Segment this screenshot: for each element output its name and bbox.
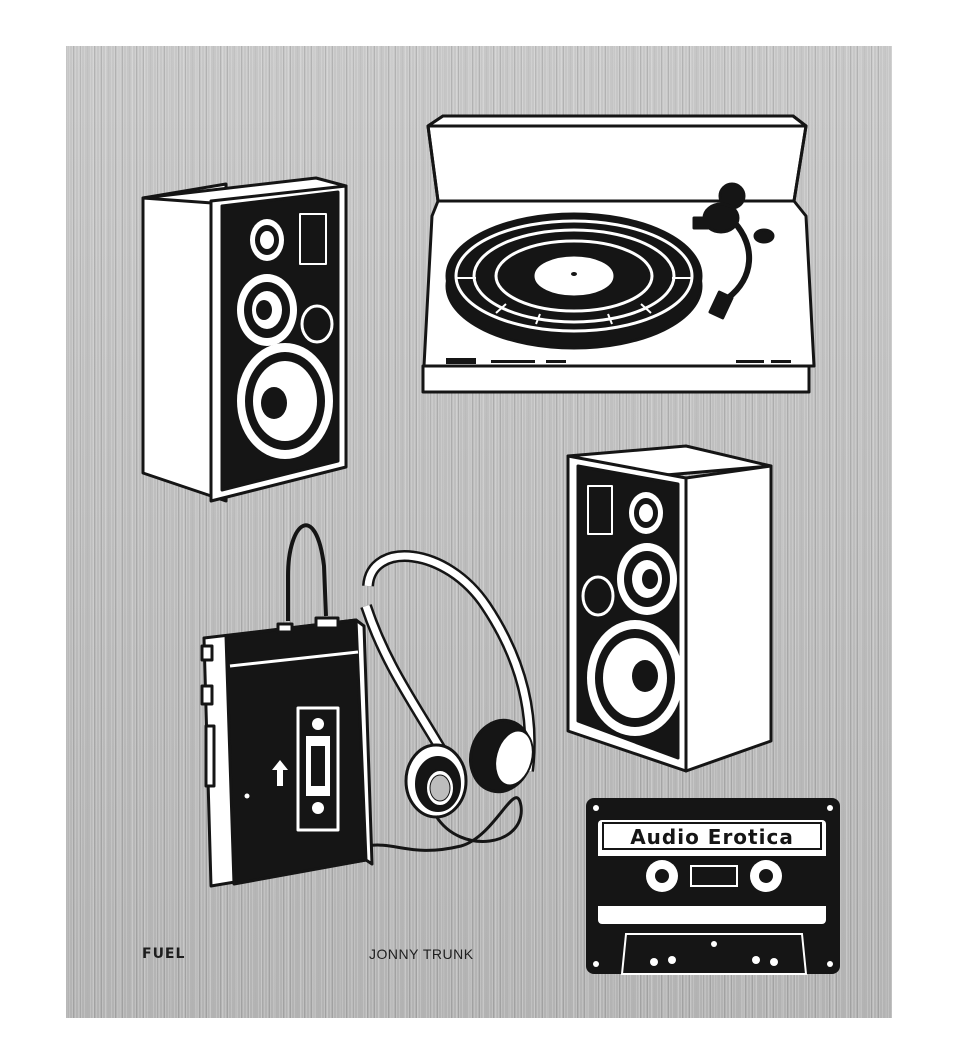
turntable — [421, 114, 816, 394]
speaker-right — [566, 444, 773, 773]
cassette-tape: Audio Erotica — [586, 798, 840, 975]
cassette-label-text: Audio Erotica — [630, 825, 794, 849]
walkman — [200, 616, 374, 888]
cover-illustration: Audio Erotica — [141, 114, 840, 975]
author-name: JONNY TRUNK — [369, 946, 474, 962]
book-cover: Audio Erotica FUEL JONNY TRUNK — [66, 46, 892, 1018]
speaker-left — [141, 176, 348, 503]
headphones — [286, 523, 536, 852]
publisher-name: FUEL — [142, 946, 186, 962]
